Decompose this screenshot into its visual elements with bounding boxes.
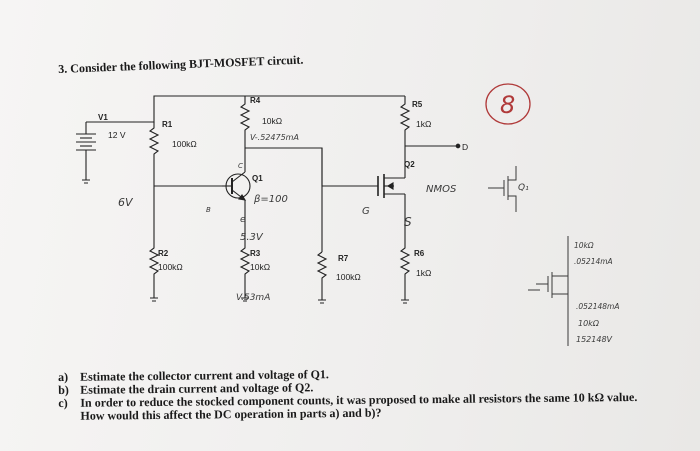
hw-mosfet-sketch [488, 166, 517, 212]
q2-mosfet-symbol [377, 174, 405, 198]
r4-name: R4 [250, 96, 261, 105]
r6-resistor [399, 194, 411, 300]
hw-note-1: 10kΩ [574, 241, 594, 250]
hw-base-mark: B [206, 206, 211, 214]
ground-symbols [82, 179, 409, 304]
node-d-label: D [462, 142, 468, 152]
hw-nmos-label: NMOS [426, 184, 457, 195]
hw-emitter-voltage: 5.3V [240, 232, 264, 243]
hw-r4-current: V-.52475mA [250, 133, 299, 142]
r6-name: R6 [414, 249, 425, 258]
r2-value: 100kΩ [158, 262, 183, 272]
hw-note-3: .052148mA [576, 302, 619, 311]
hw-right-sketch [528, 236, 569, 346]
hw-emitter-mark: e [240, 215, 246, 225]
score-circle [485, 83, 531, 125]
hw-note-5: 152148V [576, 335, 613, 344]
top-rail-wire [86, 95, 245, 123]
r1-value: 100kΩ [172, 139, 197, 149]
score-mark: 8 [500, 91, 515, 119]
r3-resistor [239, 200, 251, 298]
q1-transistor-symbol [222, 171, 251, 201]
r5-value: 1kΩ [416, 119, 431, 129]
r4-resistor [239, 96, 251, 172]
hw-source-mark: S [404, 215, 412, 229]
q2-name: Q2 [404, 160, 415, 169]
hw-r3-current: V.53mA [236, 293, 270, 303]
hw-beta: β=100 [253, 194, 288, 205]
r6-value: 1kΩ [416, 268, 431, 278]
r2-name: R2 [158, 249, 169, 258]
question-list: a) Estimate the collector current and vo… [58, 365, 639, 423]
v1-value: 12 V [108, 130, 126, 140]
q1-name: Q1 [252, 174, 263, 183]
v1-battery-symbol [76, 133, 96, 151]
r7-value: 100kΩ [336, 272, 361, 282]
hw-six-v: 6V [118, 196, 134, 209]
hw-note-2: .05214mA [574, 257, 613, 266]
hw-collector-mark: C [238, 162, 243, 170]
r7-name: R7 [338, 254, 349, 263]
hw-gate-mark: G [362, 206, 370, 217]
r2-resistor [148, 186, 160, 298]
r1-resistor [148, 122, 160, 186]
drain-node-dot [455, 143, 461, 149]
r1-name: R1 [162, 120, 173, 129]
gate-wire [321, 148, 378, 187]
r3-value: 10kΩ [250, 262, 270, 272]
r3-name: R3 [250, 249, 261, 258]
r4-value: 10kΩ [262, 116, 282, 126]
r7-resistor [316, 251, 328, 300]
r5-resistor [399, 96, 411, 178]
v1-name: V1 [98, 113, 108, 122]
question-c-label: c) [58, 395, 68, 410]
hw-note-4: 10kΩ [578, 319, 600, 328]
hw-q-label: Q₁ [518, 183, 529, 193]
r5-name: R5 [412, 100, 423, 109]
